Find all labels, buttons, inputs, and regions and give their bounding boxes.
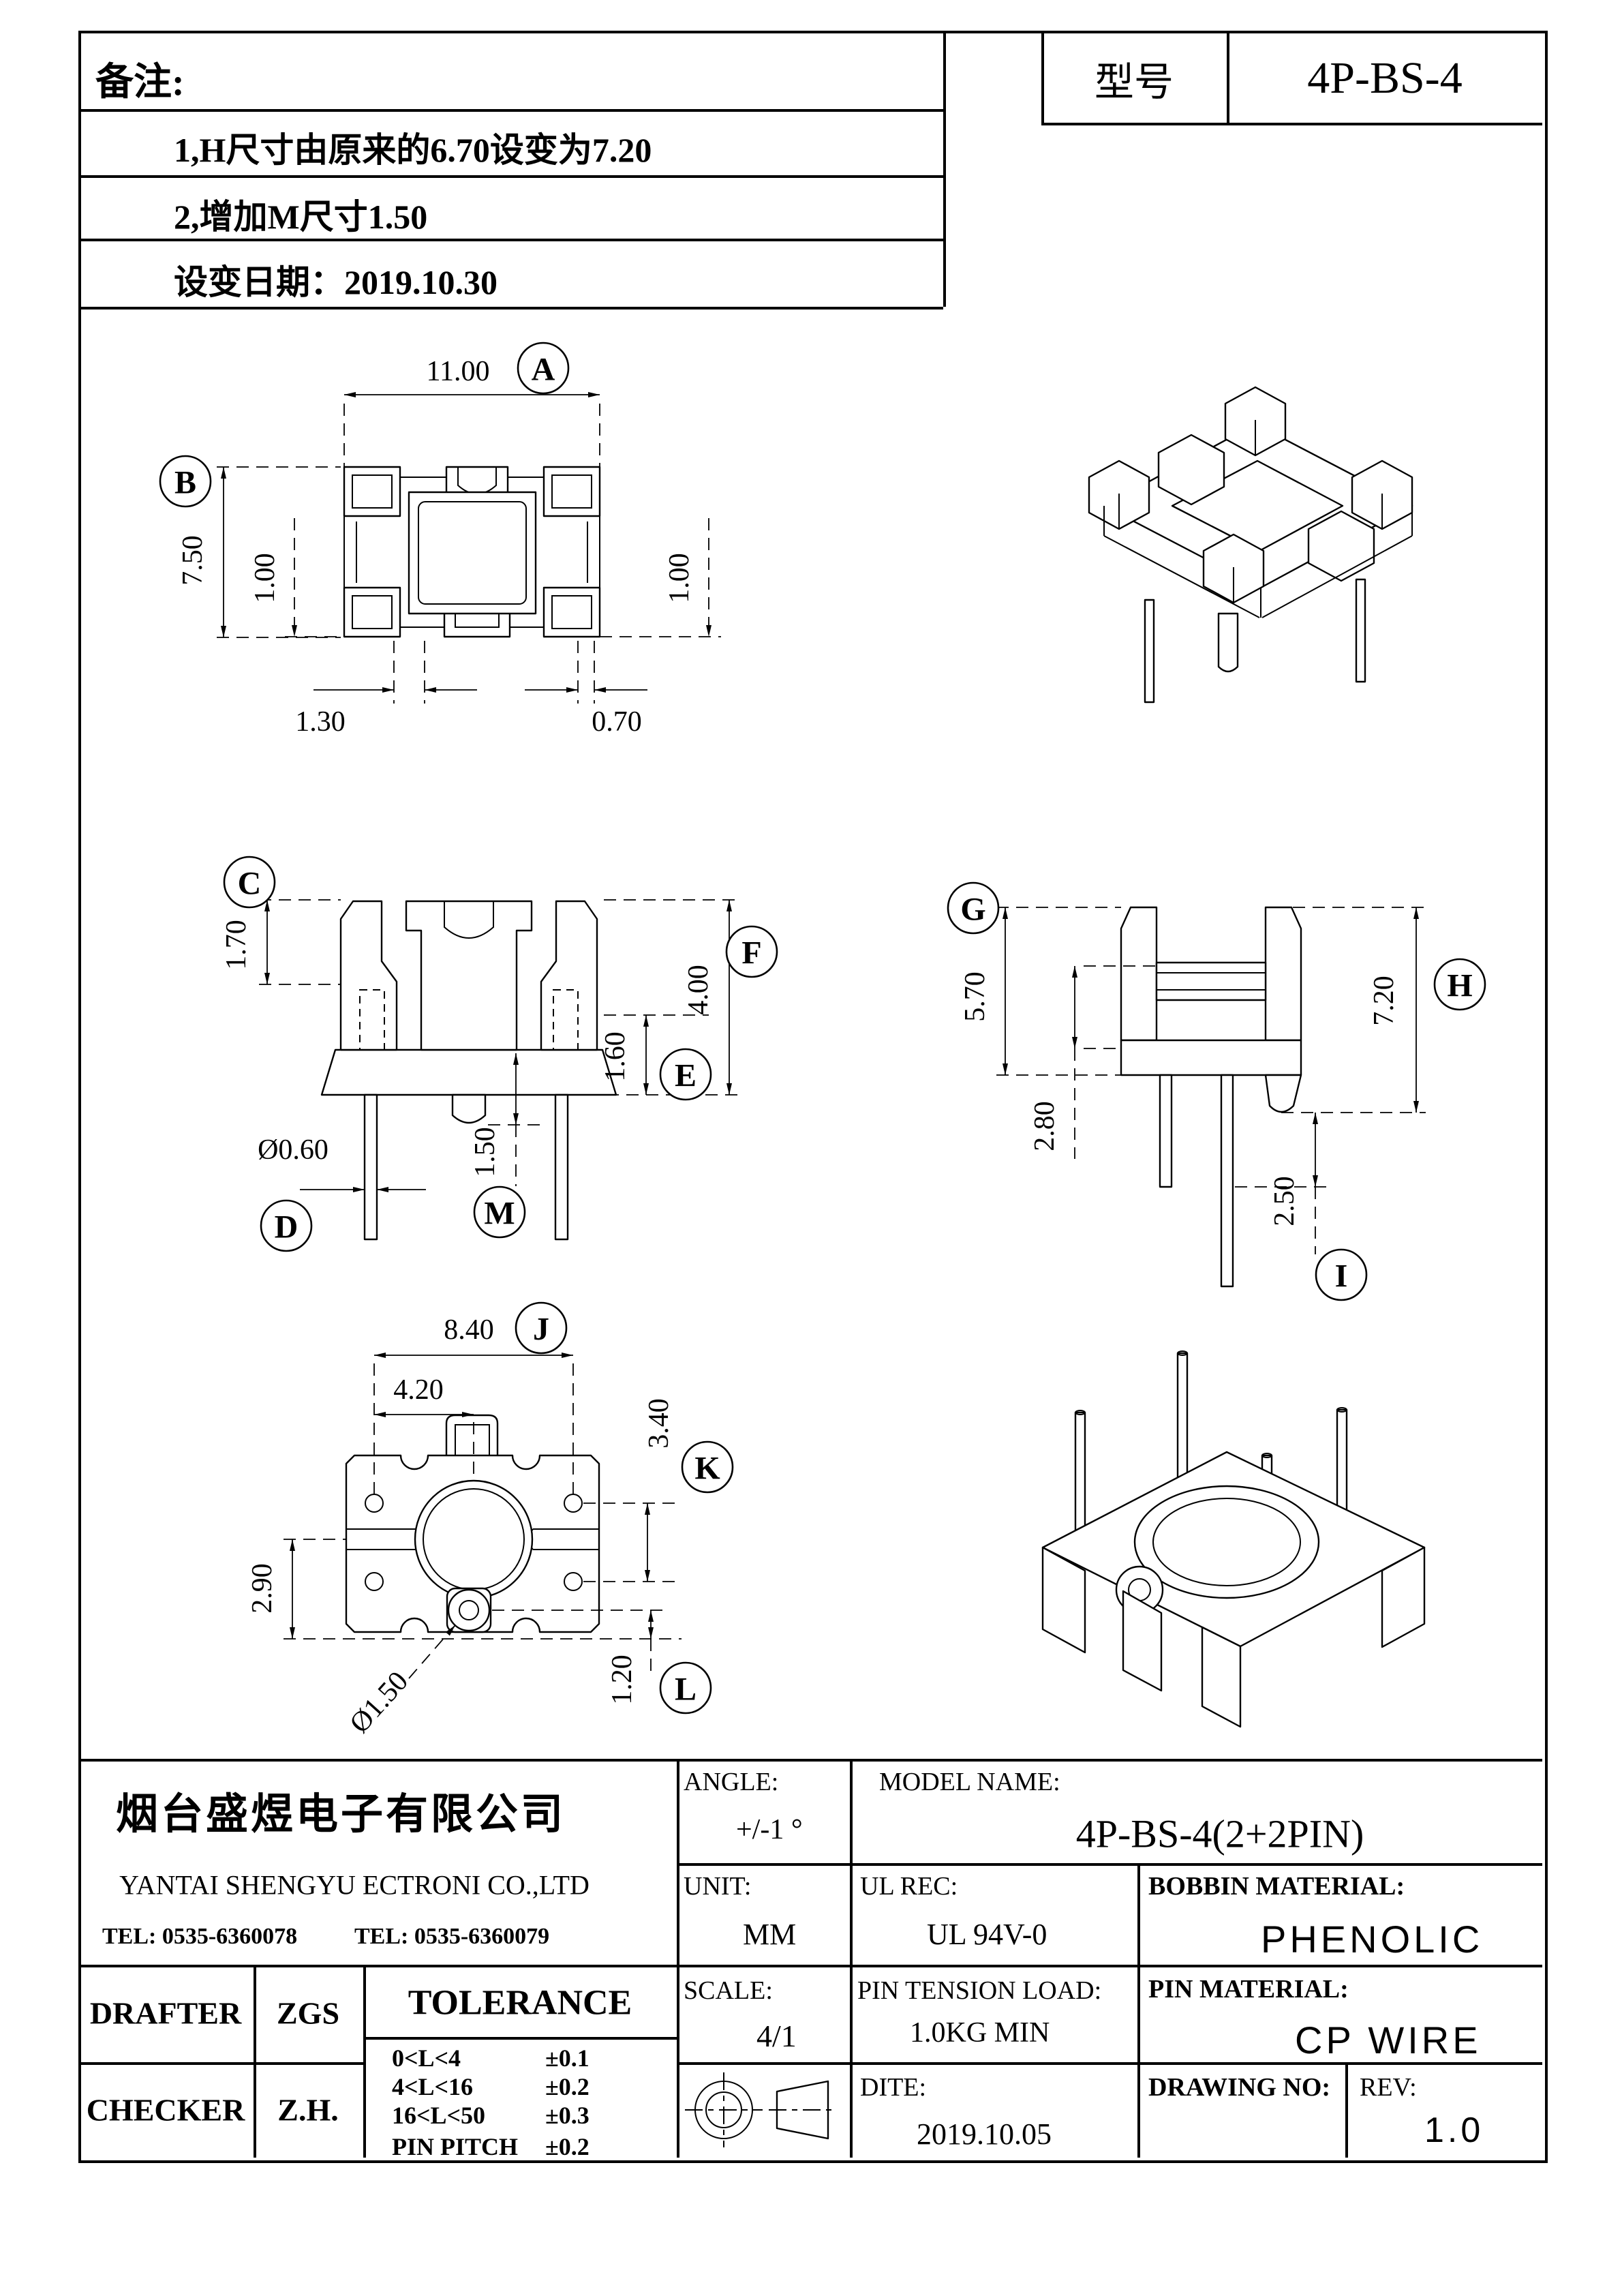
scale-label: SCALE: — [684, 1976, 773, 2005]
checker-label: CHECKER — [86, 2092, 245, 2128]
tolerance-range: PIN PITCH — [392, 2133, 519, 2160]
company-name-cn: 烟台盛煜电子有限公司 — [115, 1792, 566, 1838]
model-name-value: 4P-BS-4(2+2PIN) — [1075, 1811, 1364, 1856]
rev-value: 1.0 — [1424, 2111, 1484, 2150]
tolerance-range: 4<L<16 — [392, 2073, 474, 2100]
tb-vrule-2 — [850, 1759, 853, 2158]
angle-value: +/-1 ° — [736, 1814, 803, 1845]
notes-rule-4 — [78, 307, 943, 309]
tolerance-range: 0<L<4 — [392, 2044, 461, 2072]
tb-vrule-4 — [254, 1965, 256, 2158]
sheet-border — [78, 31, 1548, 2163]
model-box-left-rule — [1041, 31, 1044, 123]
pin-material-label: PIN MATERIAL: — [1148, 1975, 1349, 2004]
scale-value: 4/1 — [756, 2019, 797, 2053]
note-line-3: 设变日期：2019.10.30 — [174, 263, 498, 301]
drafter-value: ZGS — [276, 1995, 340, 2031]
ul-rec-label: UL REC: — [860, 1872, 958, 1901]
tolerance-title: TOLERANCE — [408, 1983, 632, 2023]
company-tel-right: TEL: 0535-6360079 — [354, 1924, 550, 1949]
model-value: 4P-BS-4 — [1307, 53, 1463, 103]
tolerance-value: ±0.2 — [545, 2073, 590, 2100]
notes-rule-3 — [78, 239, 943, 241]
company-name-en: YANTAI SHENGYU ECTRONI CO.,LTD — [119, 1869, 590, 1901]
rev-label: REV: — [1360, 2073, 1417, 2102]
notes-rule-1 — [78, 109, 943, 112]
model-box-bottom-rule — [1041, 123, 1542, 125]
pin-tension-value: 1.0KG MIN — [910, 2017, 1050, 2049]
ul-rec-value: UL 94V-0 — [927, 1918, 1047, 1951]
tolerance-value: ±0.1 — [545, 2044, 590, 2072]
notes-rule-2 — [78, 175, 943, 178]
checker-value: Z.H. — [277, 2092, 339, 2128]
tolerance-value: ±0.3 — [545, 2102, 590, 2129]
tb-rule-row3-right — [677, 2062, 1542, 2065]
tb-vrule-6 — [1345, 2062, 1348, 2158]
tolerance-value: ±0.2 — [545, 2133, 590, 2160]
drafter-label: DRAFTER — [89, 1995, 242, 2031]
notes-box-right-rule — [943, 31, 946, 307]
tb-rule-row2 — [78, 1965, 1542, 1967]
tolerance-header-rule — [363, 2037, 677, 2040]
tb-rule-row3-left — [78, 2062, 363, 2065]
bobbin-material-label: BOBBIN MATERIAL: — [1148, 1872, 1405, 1901]
pin-material-value: CP WIRE — [1295, 2019, 1482, 2061]
tb-vrule-3 — [1137, 1863, 1140, 2158]
note-line-1: 1,H尺寸由原来的6.70设变为7.20 — [174, 131, 652, 169]
drawing-no-label: DRAWING NO: — [1148, 2073, 1331, 2102]
tb-vrule-1 — [677, 1759, 679, 2158]
model-label: 型号 — [1094, 60, 1174, 104]
date-label: DITE: — [860, 2073, 927, 2102]
date-value: 2019.10.05 — [917, 2117, 1052, 2151]
note-line-2: 2,增加M尺寸1.50 — [174, 198, 428, 236]
pin-tension-label: PIN TENSION LOAD: — [857, 1976, 1102, 2005]
angle-label: ANGLE: — [684, 1768, 779, 1796]
model-box-divider — [1227, 31, 1229, 123]
tb-vrule-5 — [363, 1965, 366, 2158]
tb-top-rule — [78, 1759, 1542, 1762]
model-name-label: MODEL NAME: — [879, 1768, 1060, 1796]
unit-value: MM — [743, 1918, 797, 1951]
tolerance-range: 16<L<50 — [392, 2102, 486, 2129]
tb-rule-row1 — [677, 1863, 1542, 1866]
notes-header: 备注: — [95, 61, 185, 104]
bobbin-material-value: PHENOLIC — [1261, 1918, 1484, 1961]
unit-label: UNIT: — [684, 1872, 752, 1901]
company-tel-left: TEL: 0535-6360078 — [102, 1924, 298, 1949]
